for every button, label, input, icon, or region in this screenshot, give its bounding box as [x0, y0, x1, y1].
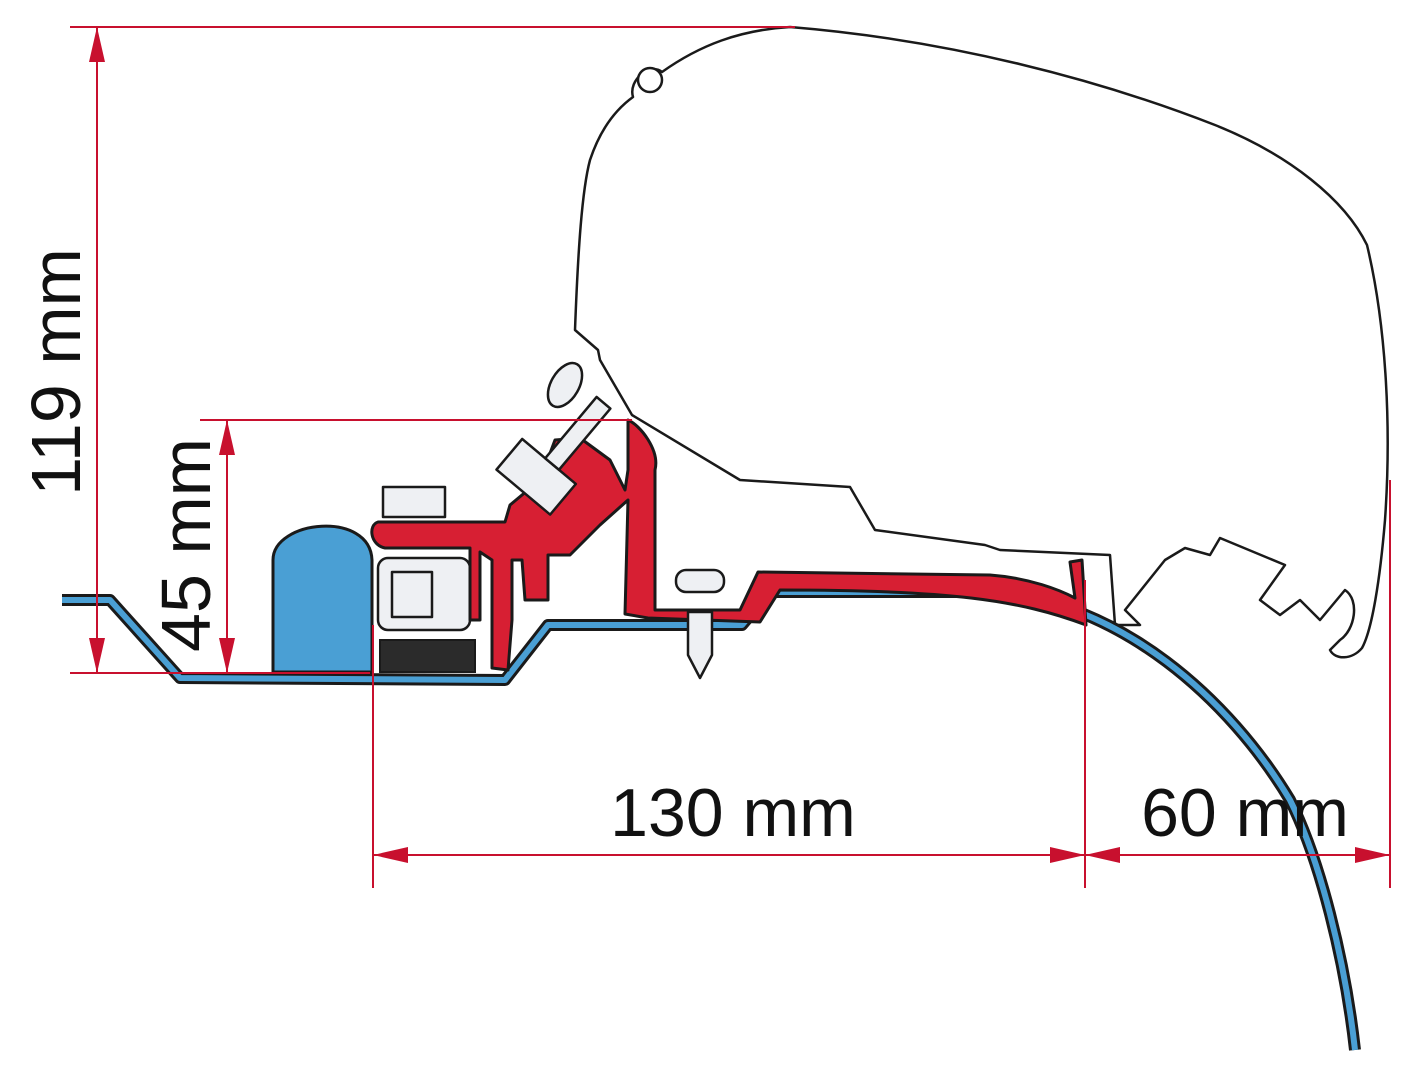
housing-bump [636, 66, 664, 94]
overhang-label: 60 mm [1141, 775, 1349, 851]
dimension-lines [70, 26, 1391, 888]
total-height-label: 119 mm [17, 248, 95, 496]
screw-head [674, 568, 726, 594]
rubber-pad [379, 639, 476, 673]
bracket-width-label: 130 mm [610, 775, 856, 851]
awning-housing [573, 25, 1389, 659]
angled-bolt [495, 395, 612, 516]
screw-shaft [686, 610, 714, 680]
bracket-height-label: 45 mm [147, 438, 225, 652]
bolt-head [381, 485, 447, 519]
roof-stopper [271, 524, 374, 674]
clamp-nut [390, 570, 434, 619]
housing-bolt-head [546, 361, 584, 409]
